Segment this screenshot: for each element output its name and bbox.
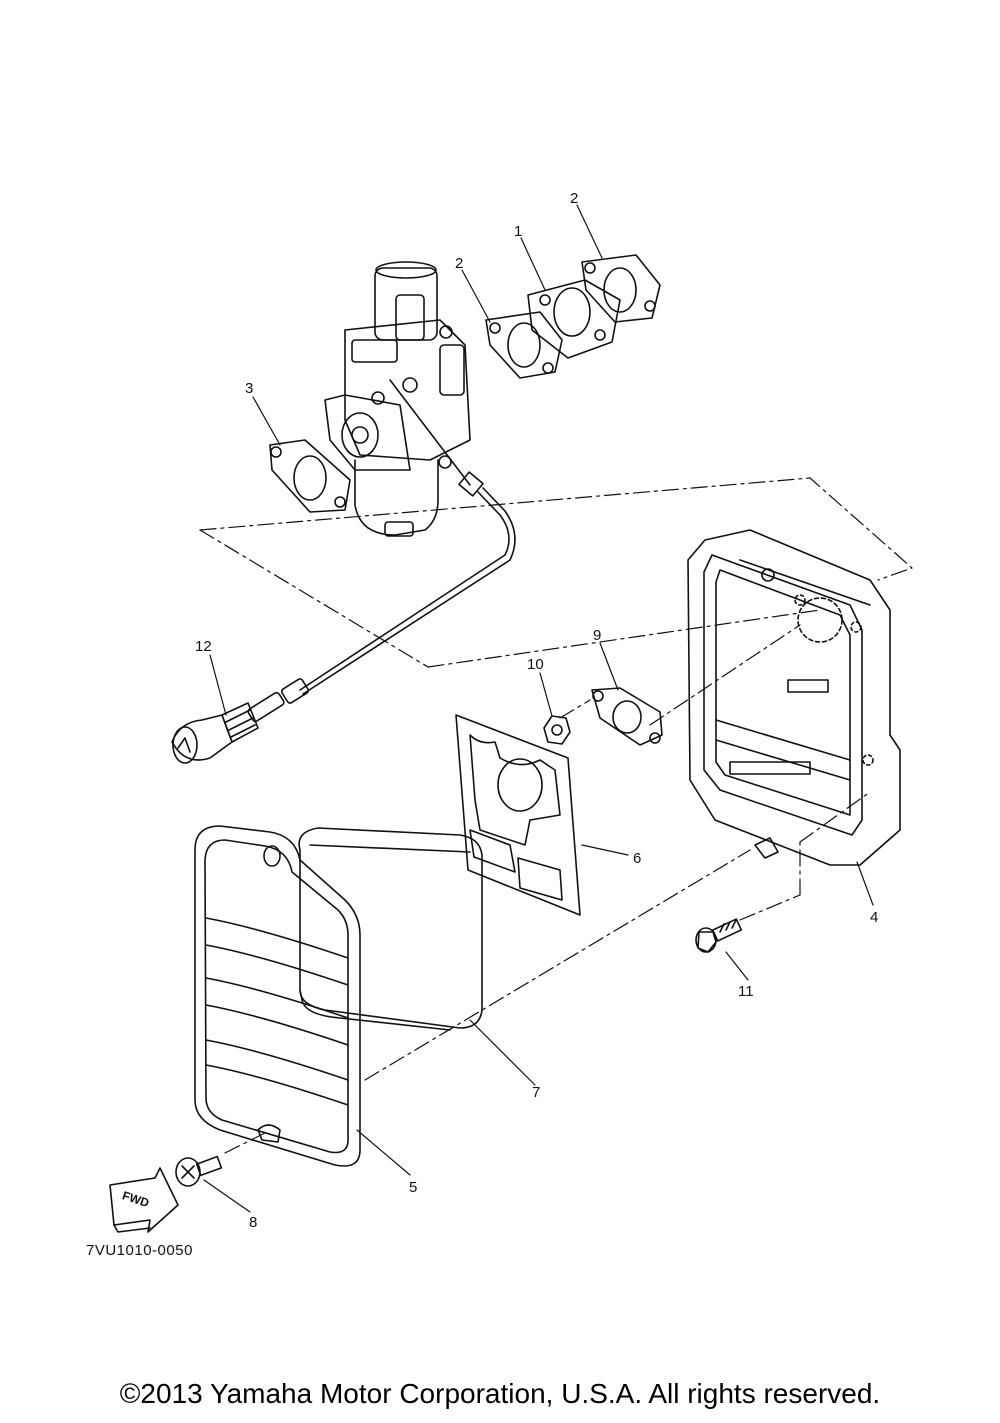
spacer-part [527, 279, 621, 359]
choke-cable-part [171, 487, 516, 764]
air-filter-case-part [687, 529, 901, 866]
callout-leaders [203, 204, 874, 1213]
callout-1: 1 [514, 223, 522, 240]
joint-gasket-part [591, 687, 663, 746]
carburetor-assembly [324, 261, 484, 537]
callout-7: 7 [532, 1084, 540, 1101]
fwd-label: FWD [121, 1188, 152, 1210]
copyright-notice: ©2013 Yamaha Motor Corporation, U.S.A. A… [119, 1378, 881, 1409]
callout-4: 4 [870, 909, 878, 926]
nut-part [543, 715, 571, 745]
gasket-part-right [581, 254, 661, 323]
callout-6: 6 [633, 850, 641, 867]
filter-element-part [298, 827, 483, 1031]
gasket-part-left [485, 311, 563, 379]
callout-2-left: 2 [455, 255, 463, 272]
callout-labels: 1 2 2 3 4 5 6 7 8 9 10 11 12 FWD [121, 190, 879, 1231]
forward-direction-arrow [109, 1167, 179, 1233]
assembly-guide-lines [199, 477, 913, 1154]
callout-2-right: 2 [570, 190, 578, 207]
callout-12: 12 [195, 638, 212, 655]
callout-8: 8 [249, 1214, 257, 1231]
callout-5: 5 [409, 1179, 417, 1196]
filter-plate-part [455, 714, 581, 916]
air-filter-cover-part [194, 825, 361, 1167]
intake-gasket-part [269, 439, 351, 513]
callout-11: 11 [738, 983, 754, 1000]
bolt-part [695, 918, 743, 953]
callout-10: 10 [527, 656, 544, 673]
callout-9: 9 [593, 627, 601, 644]
drawing-code: 7VU1010-0050 [86, 1242, 193, 1259]
callout-3: 3 [245, 380, 253, 397]
screw-part [175, 1155, 223, 1187]
